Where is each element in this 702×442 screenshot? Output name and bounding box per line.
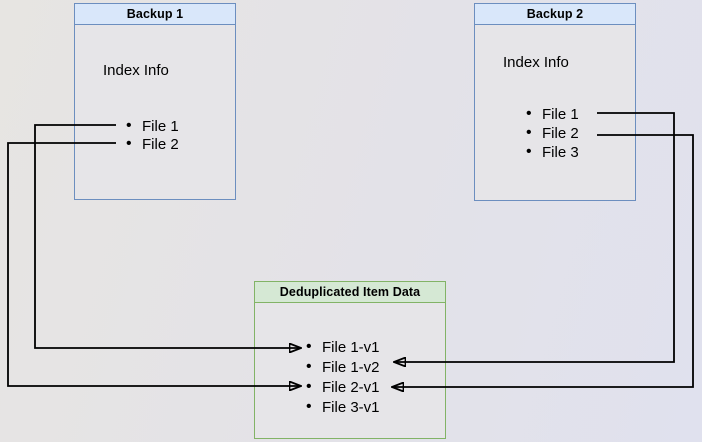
backup1-file-list: File 1 File 2 [126,117,179,154]
backup2-title: Backup 2 [475,4,635,25]
backup1-title: Backup 1 [75,4,235,25]
backup2-index-info-label: Index Info [503,54,569,71]
dedup-item: File 2-v1 [306,377,380,398]
backup2-file-item: File 1 [526,104,579,124]
backup2-file-item: File 2 [526,123,579,143]
backup1-file-item: File 2 [126,135,179,154]
backup1-index-info-label: Index Info [103,62,169,79]
dedup-item-list: File 1-v1 File 1-v2 File 2-v1 File 3-v1 [306,337,380,418]
backup2-file-item: File 3 [526,142,579,162]
backup1-node: Backup 1 Index Info File 1 File 2 [74,3,236,200]
dedup-node: Deduplicated Item Data File 1-v1 File 1-… [254,281,446,439]
dedup-title: Deduplicated Item Data [255,282,445,303]
dedup-item: File 3-v1 [306,397,380,418]
dedup-item: File 1-v2 [306,357,380,378]
backup2-file-list: File 1 File 2 File 3 [526,104,579,162]
dedup-item: File 1-v1 [306,337,380,358]
backup1-file-item: File 1 [126,117,179,136]
backup2-node: Backup 2 Index Info File 1 File 2 File 3 [474,3,636,201]
